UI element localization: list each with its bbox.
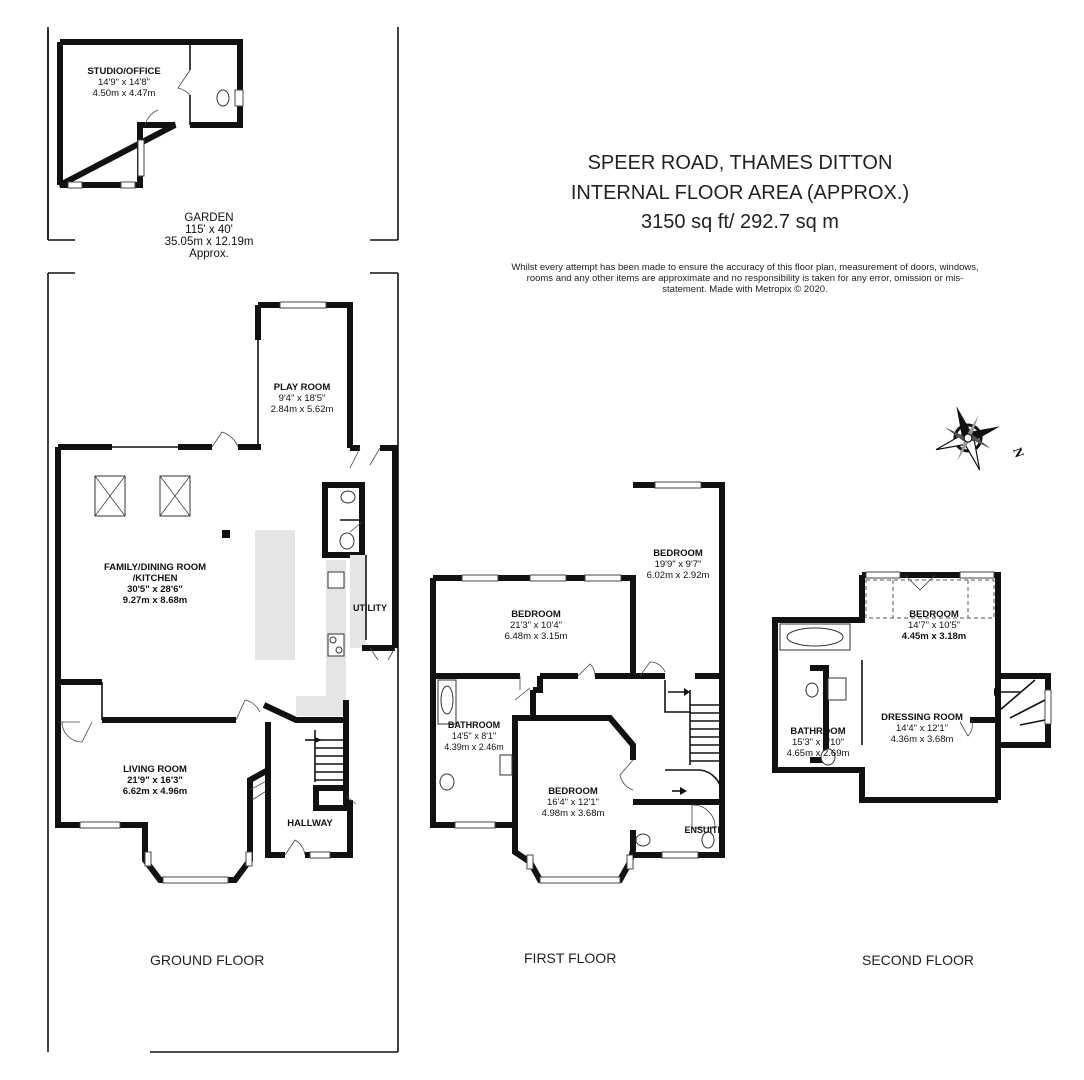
- second-floor-label: SECOND FLOOR: [862, 952, 975, 968]
- room-name: HALLWAY: [287, 818, 333, 829]
- room-name: BEDROOM: [653, 548, 703, 559]
- garden-name: GARDEN: [184, 212, 234, 224]
- first-floor-bedroom-2-label: BEDROOM 19'9" x 9'7" 6.02m x 2.92m: [636, 548, 720, 581]
- room-name: UTILITY: [353, 603, 387, 613]
- second-floor-walls: [772, 571, 1052, 803]
- room-imperial: 14'9" x 14'8": [97, 77, 151, 88]
- ground-floor-walls: [55, 301, 398, 884]
- room-metric: 9.27m x 8.68m: [122, 595, 188, 606]
- second-floor-bathroom-label: BATHROOM 15'3" x 8'10" 4.65m x 2.69m: [776, 726, 860, 759]
- room-imperial: 14'5" x 8'1": [451, 731, 497, 741]
- room-metric: 2.84m x 5.62m: [270, 404, 334, 415]
- area-value: 3150 sq ft/ 292.7 sq m: [641, 211, 839, 233]
- room-name: BEDROOM: [909, 609, 959, 620]
- room-metric: 4.50m x 4.47m: [92, 88, 156, 99]
- garden-boundary: [47, 27, 399, 1053]
- room-metric: 4.98m x 3.68m: [541, 808, 605, 819]
- room-name: LIVING ROOM: [123, 764, 187, 775]
- first-floor-walls: [430, 481, 725, 884]
- room-name: PLAY ROOM: [273, 382, 331, 393]
- living-room-label: LIVING ROOM 21'9" x 16'3" 6.62m x 4.96m: [100, 764, 210, 797]
- room-metric: 4.45m x 3.18m: [901, 631, 967, 642]
- room-metric: 4.36m x 3.68m: [890, 734, 954, 745]
- room-metric: 6.62m x 4.96m: [122, 786, 188, 797]
- first-floor-bathroom-label: BATHROOM 14'5" x 8'1" 4.39m x 2.46m: [436, 720, 512, 753]
- utility-label: UTILITY: [350, 603, 390, 614]
- room-metric: 6.02m x 2.92m: [646, 570, 710, 581]
- hallway-label: HALLWAY: [280, 818, 340, 829]
- room-imperial: 19'9" x 9'7": [654, 559, 702, 570]
- ground-floor-label: GROUND FLOOR: [150, 952, 265, 968]
- room-name: BATHROOM: [447, 720, 501, 730]
- room-metric: 4.65m x 2.69m: [786, 748, 850, 759]
- garden-imperial: 115' x 40': [185, 224, 233, 236]
- room-name-2: /KITCHEN: [132, 573, 178, 584]
- ensuite-label: ENSUITE: [676, 825, 732, 836]
- disclaimer-text: Whilst every attempt has been made to en…: [511, 262, 979, 295]
- room-imperial: 21'9" x 16'3": [127, 775, 183, 786]
- room-name: ENSUITE: [684, 825, 724, 835]
- compass-rose-icon: [935, 406, 1000, 471]
- studio-label: STUDIO/OFFICE 14'9" x 14'8" 4.50m x 4.47…: [82, 66, 166, 99]
- room-imperial: 14'4" x 12'1": [895, 723, 949, 734]
- area-heading: INTERNAL FLOOR AREA (APPROX.): [570, 182, 910, 204]
- room-imperial: 14'7" x 10'5": [907, 620, 961, 631]
- studio-office-walls: [57, 39, 244, 189]
- room-imperial: 15'3" x 8'10": [791, 737, 845, 748]
- first-floor-label: FIRST FLOOR: [524, 950, 617, 966]
- room-name: BATHROOM: [790, 726, 846, 737]
- room-metric: 6.48m x 3.15m: [504, 631, 568, 642]
- dressing-room-label: DRESSING ROOM 14'4" x 12'1" 4.36m x 3.68…: [872, 712, 972, 745]
- second-floor-bedroom-label: BEDROOM 14'7" x 10'5" 4.45m x 3.18m: [882, 609, 986, 642]
- first-floor-bedroom-1-label: BEDROOM 21'3" x 10'4" 6.48m x 3.15m: [488, 609, 584, 642]
- room-name: BEDROOM: [548, 786, 598, 797]
- compass-north-letter: N: [1010, 446, 1028, 461]
- first-floor-bedroom-3-label: BEDROOM 16'4" x 12'1" 4.98m x 3.68m: [528, 786, 618, 819]
- room-imperial: 16'4" x 12'1": [546, 797, 600, 808]
- room-imperial: 21'3" x 10'4": [509, 620, 563, 631]
- room-name: FAMILY/DINING ROOM: [103, 562, 207, 573]
- room-imperial: 9'4" x 18'5": [278, 393, 326, 404]
- garden-label: GARDEN 115' x 40' 35.05m x 12.19m Approx…: [150, 212, 268, 260]
- room-metric: 4.39m x 2.46m: [444, 742, 504, 752]
- garden-note: Approx.: [189, 248, 229, 260]
- room-name: STUDIO/OFFICE: [87, 66, 161, 77]
- garden-metric: 35.05m x 12.19m: [164, 236, 254, 248]
- room-name: DRESSING ROOM: [881, 712, 963, 723]
- room-name: BEDROOM: [511, 609, 561, 620]
- family-room-label: FAMILY/DINING ROOM /KITCHEN 30'5" x 28'6…: [85, 562, 225, 606]
- room-imperial: 30'5" x 28'6": [127, 584, 183, 595]
- property-address: SPEER ROAD, THAMES DITTON: [587, 152, 893, 174]
- playroom-label: PLAY ROOM 9'4" x 18'5" 2.84m x 5.62m: [260, 382, 344, 415]
